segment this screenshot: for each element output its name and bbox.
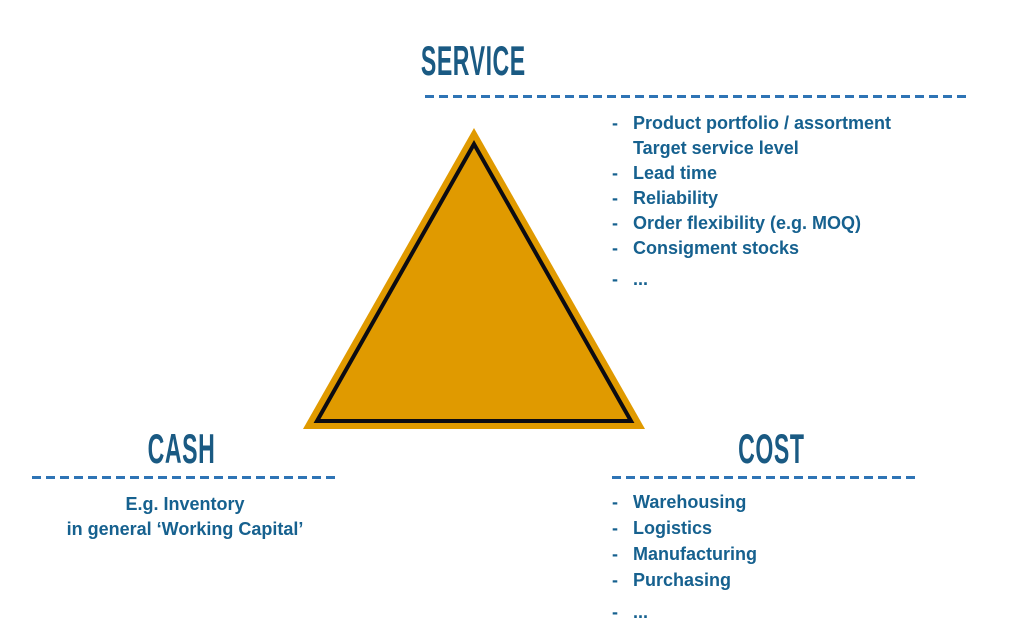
cash-heading: CASH — [32, 428, 332, 470]
list-item: - Order flexibility (e.g. MOQ) — [612, 211, 1012, 236]
cost-list: - Warehousing - Logistics - Manufacturin… — [612, 489, 1012, 625]
list-item: - Purchasing — [612, 567, 1012, 593]
list-item-label: ... — [633, 269, 649, 289]
triangle-outer-shape — [303, 128, 645, 429]
list-item: - Product portfolio / assortment — [612, 111, 1012, 136]
bullet-dash: - — [612, 601, 618, 622]
list-item-label: Purchasing — [633, 569, 732, 590]
bullet-dash: - — [612, 188, 618, 208]
bullet-dash: - — [612, 517, 618, 538]
list-item: - Warehousing — [612, 489, 1012, 515]
bullet-dash: - — [612, 543, 618, 564]
bullet-dash: - — [612, 491, 618, 512]
bullet-dash: - — [612, 163, 618, 183]
cash-heading-label: CASH — [148, 425, 216, 472]
list-item-label: Product portfolio / assortment — [633, 113, 892, 133]
cost-divider-line — [612, 476, 920, 479]
list-item-label: Logistics — [633, 517, 713, 538]
bullet-dash: - — [612, 569, 618, 590]
list-item: - ... — [612, 267, 1012, 292]
list-item-label: ... — [633, 601, 649, 622]
cash-note: E.g. Inventory in general ‘Working Capit… — [25, 492, 345, 542]
triangle-graphic — [295, 118, 655, 433]
cash-note-line2: in general ‘Working Capital’ — [66, 519, 304, 539]
list-item: - Consigment stocks — [612, 236, 1012, 261]
bullet-dash: - — [612, 213, 618, 233]
cash-note-line1: E.g. Inventory — [125, 494, 245, 514]
list-item-label: Lead time — [633, 163, 718, 183]
service-heading-label: SERVICE — [420, 37, 526, 84]
service-heading: SERVICE — [323, 40, 623, 82]
list-item: - Logistics — [612, 515, 1012, 541]
list-item-label: Order flexibility (e.g. MOQ) — [633, 213, 862, 233]
list-item-label: Reliability — [633, 188, 719, 208]
cost-heading-label: COST — [737, 425, 805, 472]
cash-divider-line — [32, 476, 338, 479]
list-item: - Lead time — [612, 161, 1012, 186]
list-item-label: Consigment stocks — [633, 238, 800, 258]
bullet-dash: - — [612, 113, 618, 133]
list-item-label: Target service level — [633, 138, 799, 158]
bullet-dash: - — [612, 238, 618, 258]
bullet-dash: - — [612, 269, 618, 289]
list-item: Target service level — [612, 136, 1012, 161]
list-item: - Manufacturing — [612, 541, 1012, 567]
list-item: - ... — [612, 599, 1012, 625]
list-item-label: Warehousing — [633, 491, 747, 512]
service-list: - Product portfolio / assortment Target … — [612, 111, 1012, 292]
list-item: - Reliability — [612, 186, 1012, 211]
triangle-svg — [303, 128, 645, 429]
list-item-label: Manufacturing — [633, 543, 757, 564]
cost-heading: COST — [621, 428, 921, 470]
triangle-inner-border — [313, 139, 635, 423]
service-divider-line — [425, 95, 971, 98]
